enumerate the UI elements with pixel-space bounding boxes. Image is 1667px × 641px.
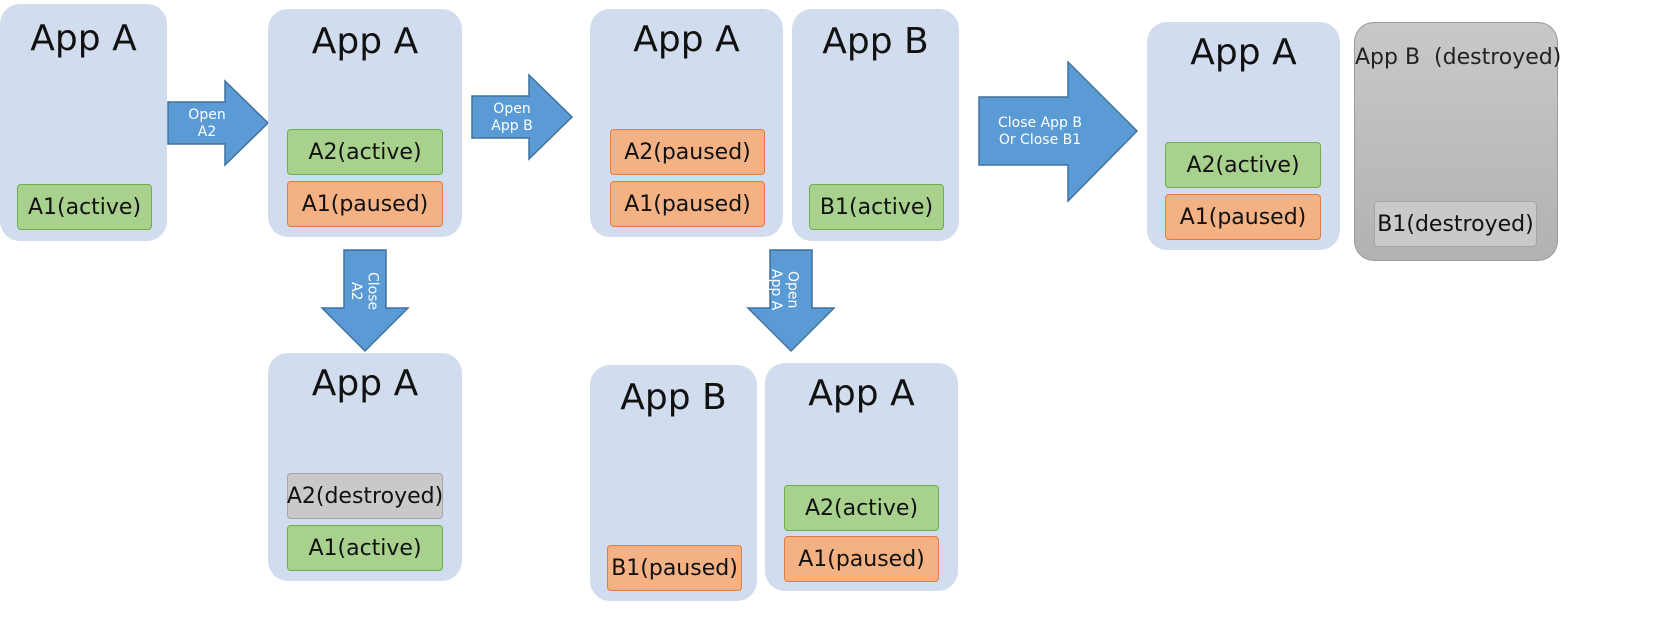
app-title: App A xyxy=(633,19,740,60)
activity-a2: A2(active) xyxy=(287,129,443,175)
app-a-panel-open-a2: App A A2(active) A1(paused) xyxy=(268,9,462,237)
arrow-close-a2 xyxy=(320,249,410,353)
arrow-open-a2-label: Open A2 xyxy=(188,107,226,140)
activity-a2: A2(active) xyxy=(784,485,939,531)
app-b-panel-open-b: App B B1(active) xyxy=(792,9,959,241)
app-a-panel-open-b: App A A2(paused) A1(paused) xyxy=(590,9,783,237)
activity-a2: A2(destroyed) xyxy=(287,473,443,519)
app-a-panel-initial: App A A1(active) xyxy=(0,4,167,241)
activity-b1: B1(paused) xyxy=(607,545,742,591)
activity-b1: B1(active) xyxy=(809,184,944,230)
activity-b1: B1(destroyed) xyxy=(1374,201,1537,247)
app-a-panel-open-a: App A A2(active) A1(paused) xyxy=(765,363,958,591)
app-a-panel-close-a2: App A A2(destroyed) A1(active) xyxy=(268,353,462,581)
arrow-open-app-a-label: Open App A xyxy=(767,269,801,311)
app-b-panel-destroyed: App B (destroyed) B1(destroyed) xyxy=(1354,22,1562,261)
activity-a1: A1(active) xyxy=(287,525,443,571)
arrow-close-a2-label: Close A2 xyxy=(347,272,381,311)
app-title: App A xyxy=(311,363,419,404)
arrow-open-a2 xyxy=(167,79,270,167)
activity-a1: A1(paused) xyxy=(1165,194,1321,240)
app-b-panel-open-a: App B B1(paused) xyxy=(590,365,757,601)
activity-a1: A1(paused) xyxy=(287,181,443,227)
app-title: App B xyxy=(620,377,727,418)
activity-a1: A1(active) xyxy=(17,184,152,230)
arrow-open-app-b xyxy=(471,73,574,161)
app-title: App B xyxy=(822,21,929,62)
activity-a2: A2(active) xyxy=(1165,142,1321,188)
arrow-close-app-b-label: Close App B Or Close B1 xyxy=(998,115,1082,148)
activity-a2: A2(paused) xyxy=(610,129,765,175)
activity-a1: A1(paused) xyxy=(610,181,765,227)
app-title: App A xyxy=(808,373,915,414)
app-title: App A xyxy=(311,21,419,62)
activity-a1: A1(paused) xyxy=(784,536,939,582)
arrow-open-app-b-label: Open App B xyxy=(491,101,533,134)
app-title: App A xyxy=(30,18,137,59)
arrow-open-app-a xyxy=(746,249,836,353)
arrow-close-app-b xyxy=(978,60,1139,203)
app-title: App B (destroyed) xyxy=(1355,45,1562,70)
app-title: App A xyxy=(1190,32,1297,73)
app-a-panel-close-b: App A A2(active) A1(paused) xyxy=(1147,22,1340,250)
